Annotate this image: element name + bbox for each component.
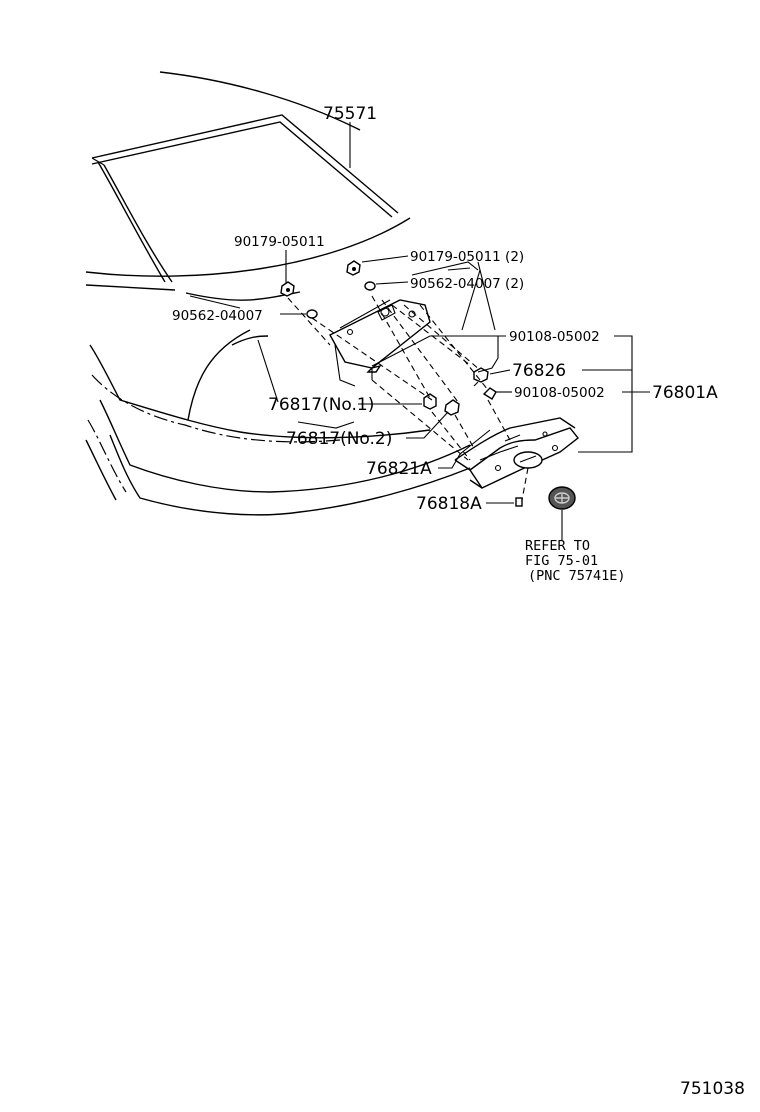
figure-number: 751038	[680, 1079, 745, 1099]
fasteners	[280, 260, 523, 507]
leader-lines	[189, 122, 650, 540]
label-75571: 75571	[323, 104, 377, 124]
refer-note-line-3: (PNC 75741E)	[528, 568, 626, 584]
car-body-outline	[85, 71, 471, 516]
label-90108-mid: 90108-05002	[514, 385, 605, 401]
refer-note-line-2: FIG 75-01	[525, 553, 598, 569]
label-76817-no2: 76817(No.2)	[286, 429, 392, 449]
label-90562-right: 90562-04007 (2)	[410, 276, 524, 292]
label-76801A: 76801A	[652, 383, 718, 403]
label-90562-left: 90562-04007	[172, 308, 263, 324]
label-76817-no1: 76817(No.1)	[268, 395, 374, 415]
label-90179-left: 90179-05011	[234, 234, 325, 250]
license-garnish-assembly	[329, 299, 579, 489]
label-76821A: 76821A	[366, 459, 432, 479]
alignment-lines	[287, 295, 529, 501]
emblem-icon	[548, 486, 576, 510]
refer-note-line-1: REFER TO	[525, 538, 590, 554]
label-90179-right: 90179-05011 (2)	[410, 249, 524, 265]
label-76818A: 76818A	[416, 494, 482, 514]
label-90108-top: 90108-05002	[509, 329, 600, 345]
label-76826: 76826	[512, 361, 566, 381]
